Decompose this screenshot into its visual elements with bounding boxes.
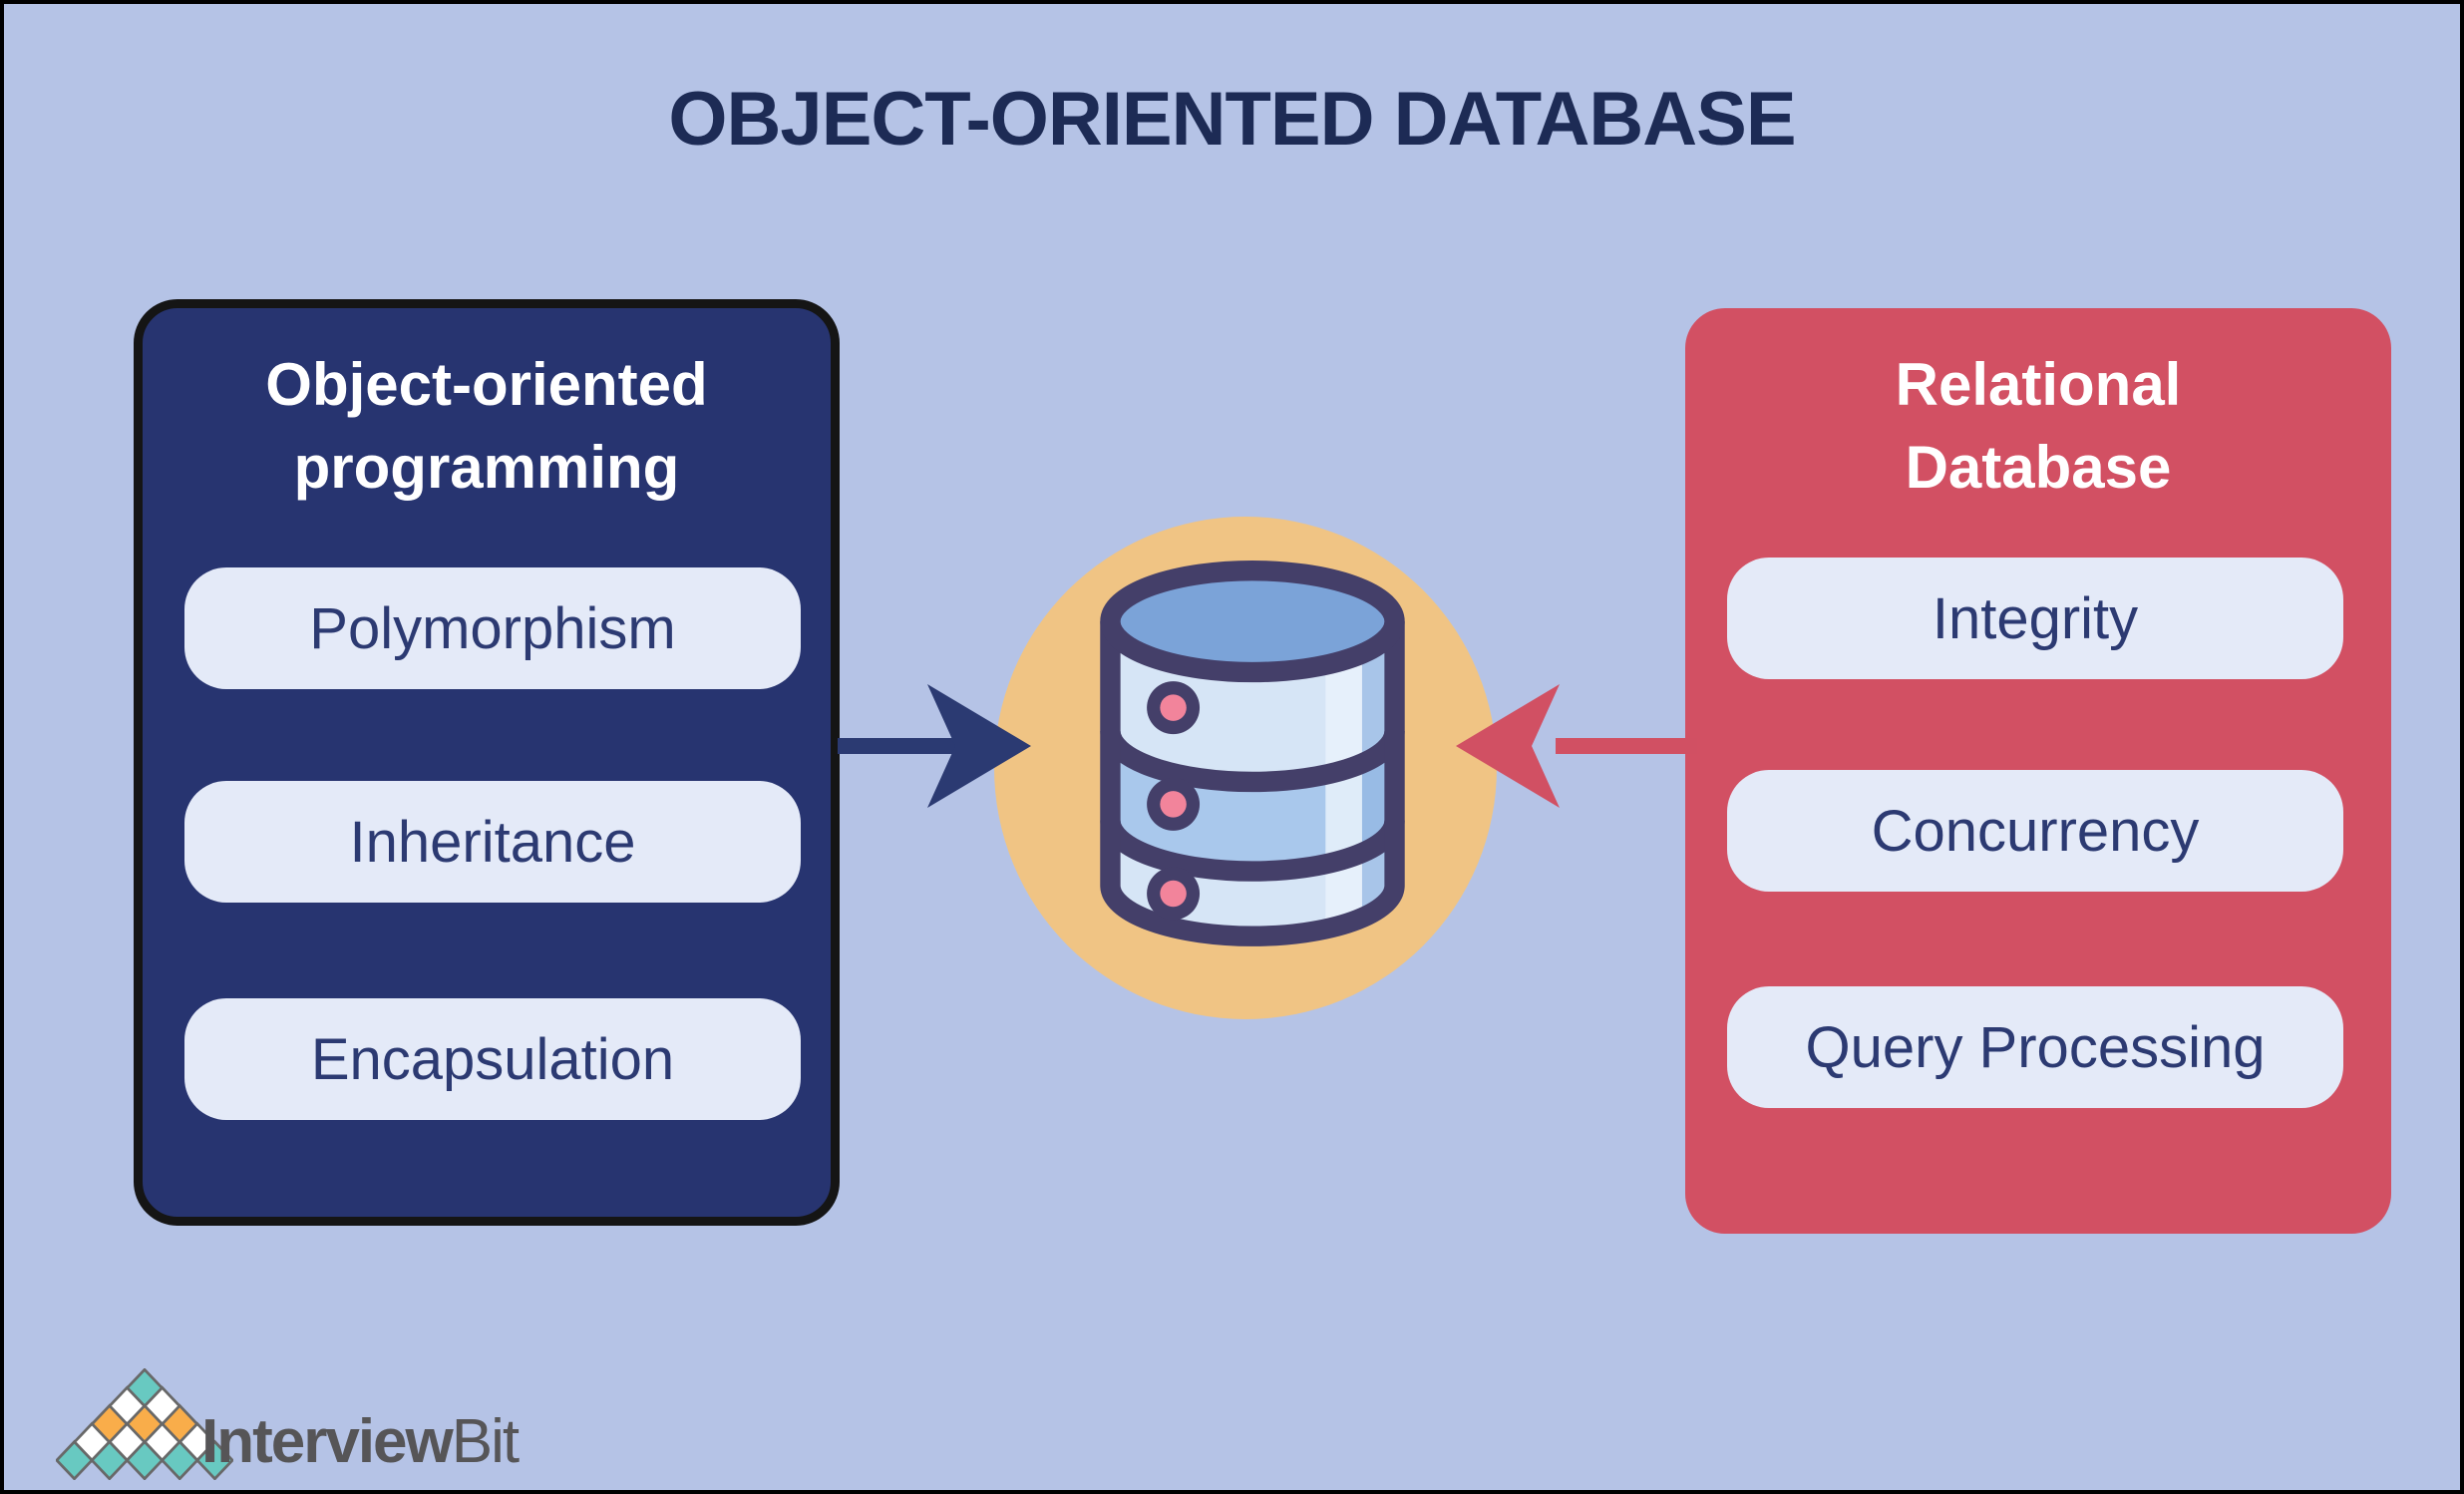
logo-diamond [194, 1439, 233, 1480]
oop-item-polymorphism: Polymorphism [184, 567, 801, 689]
db-dot-1 [1160, 694, 1187, 721]
oop-panel-title-line2: programming [293, 433, 680, 501]
arrow-right-head [1456, 684, 1560, 808]
rdb-panel-title-line1: Relational [1895, 351, 2182, 418]
db-dot-3 [1160, 880, 1187, 908]
oop-item-encapsulation: Encapsulation [184, 998, 801, 1120]
logo-diamond [125, 1439, 165, 1480]
arrow-left-head [927, 684, 1031, 808]
logo-diamond [160, 1439, 199, 1480]
db-top-ellipse [1110, 570, 1395, 672]
arrow-left-shaft [838, 738, 963, 754]
db-dot-2 [1160, 791, 1187, 818]
logo-diamond [56, 1439, 95, 1480]
interviewbit-wordmark: InterviewBit [201, 1406, 520, 1477]
db-separator-1 [1100, 730, 1405, 793]
oop-item-inheritance: Inheritance [184, 781, 801, 903]
page-title: OBJECT-ORIENTED DATABASE [668, 77, 1796, 162]
interviewbit-wordmark-bold: Interview [201, 1407, 454, 1476]
oop-panel: Object-oriented programming Polymorphism… [134, 299, 840, 1226]
oop-to-db-arrow-icon [838, 684, 1031, 808]
interviewbit-logo: InterviewBit [56, 1362, 754, 1482]
rdb-panel-title: Relational Database [1685, 344, 2391, 510]
arrow-right-shaft [1556, 738, 1697, 754]
db-body-outline [1100, 621, 1405, 946]
rdb-item-integrity: Integrity [1727, 558, 2343, 679]
rdb-panel-title-line2: Database [1905, 433, 2172, 501]
oop-panel-title-line1: Object-oriented [265, 351, 708, 418]
rdb-item-concurrency: Concurrency [1727, 770, 2343, 892]
database-icon [1100, 560, 1405, 946]
rdb-item-query-processing: Query Processing [1727, 986, 2343, 1108]
oop-panel-title: Object-oriented programming [143, 344, 831, 510]
logo-diamond [90, 1439, 130, 1480]
rdb-panel: Relational Database Integrity Concurrenc… [1685, 308, 2391, 1234]
db-separator-2 [1100, 819, 1405, 882]
interviewbit-diamond-pyramid-icon [56, 1368, 233, 1480]
rdb-to-db-arrow-icon [1456, 684, 1697, 808]
interviewbit-wordmark-light: Bit [451, 1407, 520, 1476]
db-middle-band [1110, 731, 1395, 872]
db-top-ellipse-outline [1100, 560, 1405, 683]
